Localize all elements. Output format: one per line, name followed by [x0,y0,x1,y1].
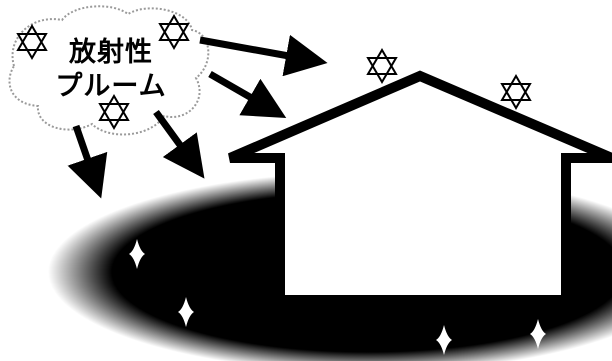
plume-label-line1: 放射性 [46,36,176,70]
plume-label-line2: プルーム [46,70,176,104]
hexagram-star-icon [368,50,396,82]
arrow-to-roof [200,40,300,58]
arrow-down-left [76,126,92,172]
arrow-to-house [210,74,262,104]
hexagram-star-icon [502,76,530,108]
house-outline [230,76,612,300]
house [230,76,612,300]
plume-label: 放射性 プルーム [46,36,176,104]
arrow-down-right [156,112,188,156]
